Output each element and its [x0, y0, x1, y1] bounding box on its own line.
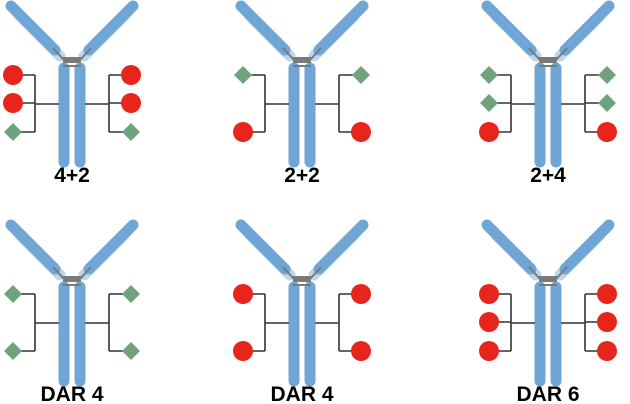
red-circle-payload-icon: [121, 65, 141, 85]
green-diamond-payload-icon: [598, 66, 616, 84]
heavy-chain-arm-left: [5, 219, 61, 275]
linker-right: [315, 74, 361, 133]
red-circle-payload-icon: [597, 312, 617, 332]
green-diamond-payload-icon: [4, 342, 22, 360]
antibody-icon: [235, 0, 369, 168]
red-circle-payload-icon: [3, 65, 23, 85]
green-diamond-payload-icon: [122, 342, 140, 360]
heavy-chain-arm-left: [481, 0, 537, 56]
green-diamond-payload-icon: [4, 285, 22, 303]
linker-left: [243, 74, 289, 133]
green-diamond-payload-icon: [4, 123, 22, 141]
construct-label: 2+4: [530, 164, 566, 187]
hinge: [528, 266, 568, 286]
red-circle-payload-icon: [233, 341, 253, 361]
antibody-icon: [5, 219, 139, 387]
heavy-chain-arm-left: [235, 0, 291, 56]
red-circle-payload-icon: [351, 341, 371, 361]
green-diamond-payload-icon: [480, 94, 498, 112]
hinge: [528, 47, 568, 67]
green-diamond-payload-icon: [480, 66, 498, 84]
red-circle-payload-icon: [233, 284, 253, 304]
red-circle-payload-icon: [597, 122, 617, 142]
heavy-chain-arm-left: [5, 0, 61, 56]
red-circle-payload-icon: [597, 284, 617, 304]
linker-right: [85, 293, 131, 352]
hinge: [282, 266, 322, 286]
antibody-construct: 2+2: [233, 0, 371, 187]
antibody-icon: [481, 219, 615, 387]
antibody-icon: [481, 0, 615, 168]
green-diamond-payload-icon: [122, 123, 140, 141]
antibody-construct: DAR 6: [479, 219, 617, 404]
red-circle-payload-icon: [479, 122, 499, 142]
linker-right: [561, 293, 607, 352]
red-circle-payload-icon: [479, 312, 499, 332]
green-diamond-payload-icon: [234, 66, 252, 84]
hinge: [282, 47, 322, 67]
green-diamond-payload-icon: [598, 94, 616, 112]
heavy-chain-arm-right: [83, 0, 139, 56]
heavy-chain-arm-right: [559, 0, 615, 56]
red-circle-payload-icon: [351, 284, 371, 304]
red-circle-payload-icon: [479, 341, 499, 361]
heavy-chain-arm-left: [235, 219, 291, 275]
antibody-icon: [5, 0, 139, 168]
linker-right: [85, 74, 131, 133]
antibody-construct: 4+2: [3, 0, 141, 187]
red-circle-payload-icon: [233, 122, 253, 142]
linker-left: [13, 293, 59, 352]
red-circle-payload-icon: [3, 93, 23, 113]
construct-label: DAR 6: [516, 383, 579, 404]
antibody-construct: 2+4: [479, 0, 617, 187]
red-circle-payload-icon: [597, 341, 617, 361]
hinge: [52, 47, 92, 67]
heavy-chain-arm-right: [313, 219, 369, 275]
red-circle-payload-icon: [351, 122, 371, 142]
construct-label: DAR 4: [40, 383, 103, 404]
linker-right: [315, 293, 361, 352]
heavy-chain-arm-right: [313, 0, 369, 56]
green-diamond-payload-icon: [122, 285, 140, 303]
hinge: [52, 266, 92, 286]
heavy-chain-arm-left: [481, 219, 537, 275]
antibody-construct: DAR 4: [4, 219, 140, 404]
construct-label: DAR 4: [270, 383, 333, 404]
heavy-chain-arm-right: [83, 219, 139, 275]
antibody-construct: DAR 4: [233, 219, 371, 404]
linker-left: [243, 293, 289, 352]
heavy-chain-arm-right: [559, 219, 615, 275]
red-circle-payload-icon: [121, 93, 141, 113]
antibody-icon: [235, 219, 369, 387]
construct-label: 4+2: [54, 164, 90, 187]
construct-label: 2+2: [284, 164, 320, 187]
red-circle-payload-icon: [479, 284, 499, 304]
green-diamond-payload-icon: [352, 66, 370, 84]
